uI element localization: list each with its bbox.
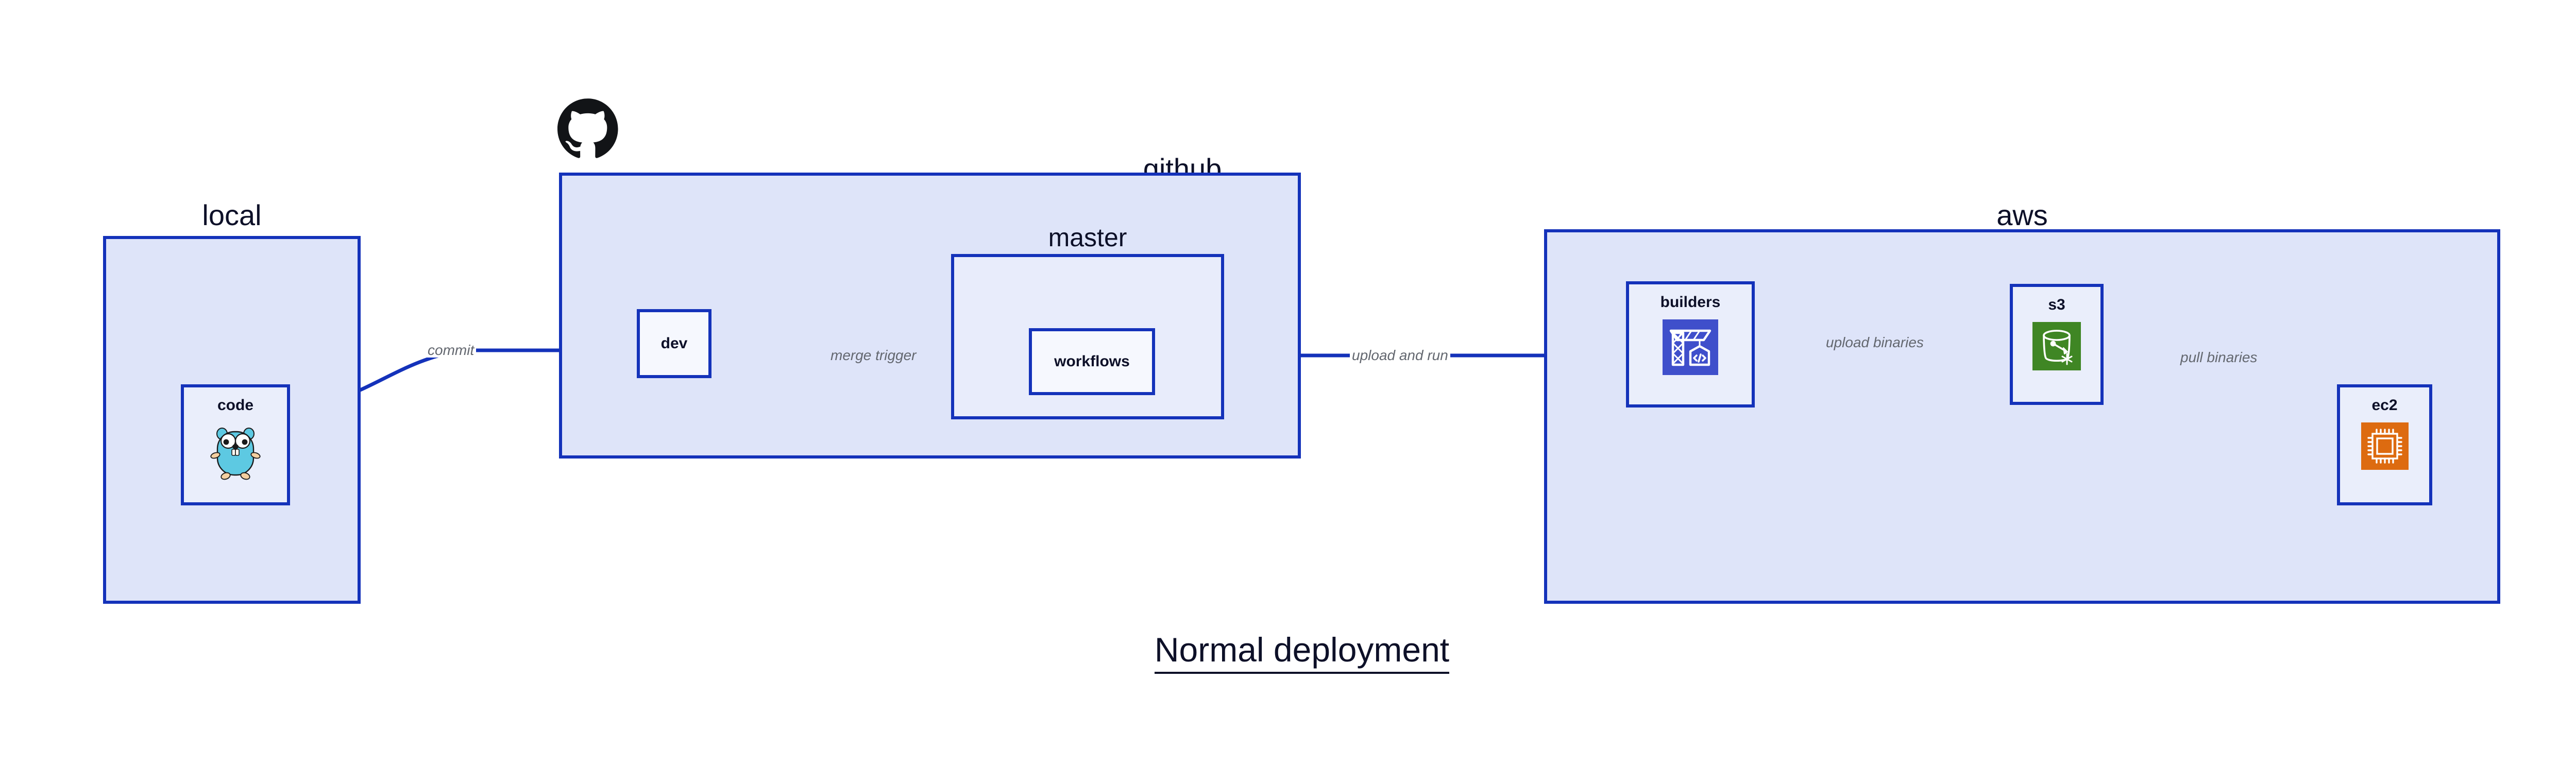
edge-label-commit: commit [426, 343, 477, 358]
go-gopher-icon [209, 422, 262, 485]
node-label-builders: builders [1660, 294, 1721, 311]
page-title-text: Normal deployment [1154, 631, 1450, 674]
node-workflows[interactable]: workflows [1029, 328, 1155, 395]
node-label-workflows: workflows [1054, 353, 1130, 370]
group-aws: builders [1544, 229, 2500, 604]
node-code[interactable]: code [181, 384, 290, 505]
node-label-code: code [217, 397, 254, 414]
node-label-ec2: ec2 [2371, 397, 2398, 414]
edge-label-upload-and-run: upload and run [1350, 348, 1450, 363]
page-title: Normal deployment [0, 631, 2576, 674]
group-github: dev master workflows [559, 173, 1301, 459]
node-builders[interactable]: builders [1626, 281, 1755, 408]
edge-label-upload-binaries: upload binaries [1824, 335, 1926, 350]
aws-s3-bucket-icon [2032, 322, 2081, 373]
github-octocat-icon [557, 98, 618, 159]
node-label-dev: dev [660, 335, 688, 352]
edge-label-pull-binaries: pull binaries [2178, 350, 2260, 365]
subgroup-label-master: master [1048, 223, 1127, 252]
subgroup-master: workflows [951, 254, 1224, 419]
aws-ec2-chip-icon [2361, 422, 2409, 472]
node-s3[interactable]: s3 [2010, 284, 2104, 405]
node-ec2[interactable]: ec2 [2337, 384, 2432, 505]
node-label-s3: s3 [2048, 296, 2065, 313]
group-label-local: local [202, 199, 262, 231]
node-dev[interactable]: dev [637, 309, 711, 378]
group-local: code [103, 236, 361, 604]
edge-label-merge-trigger: merge trigger [831, 347, 917, 363]
aws-codebuild-icon [1663, 319, 1718, 378]
group-label-aws: aws [1996, 199, 2048, 231]
